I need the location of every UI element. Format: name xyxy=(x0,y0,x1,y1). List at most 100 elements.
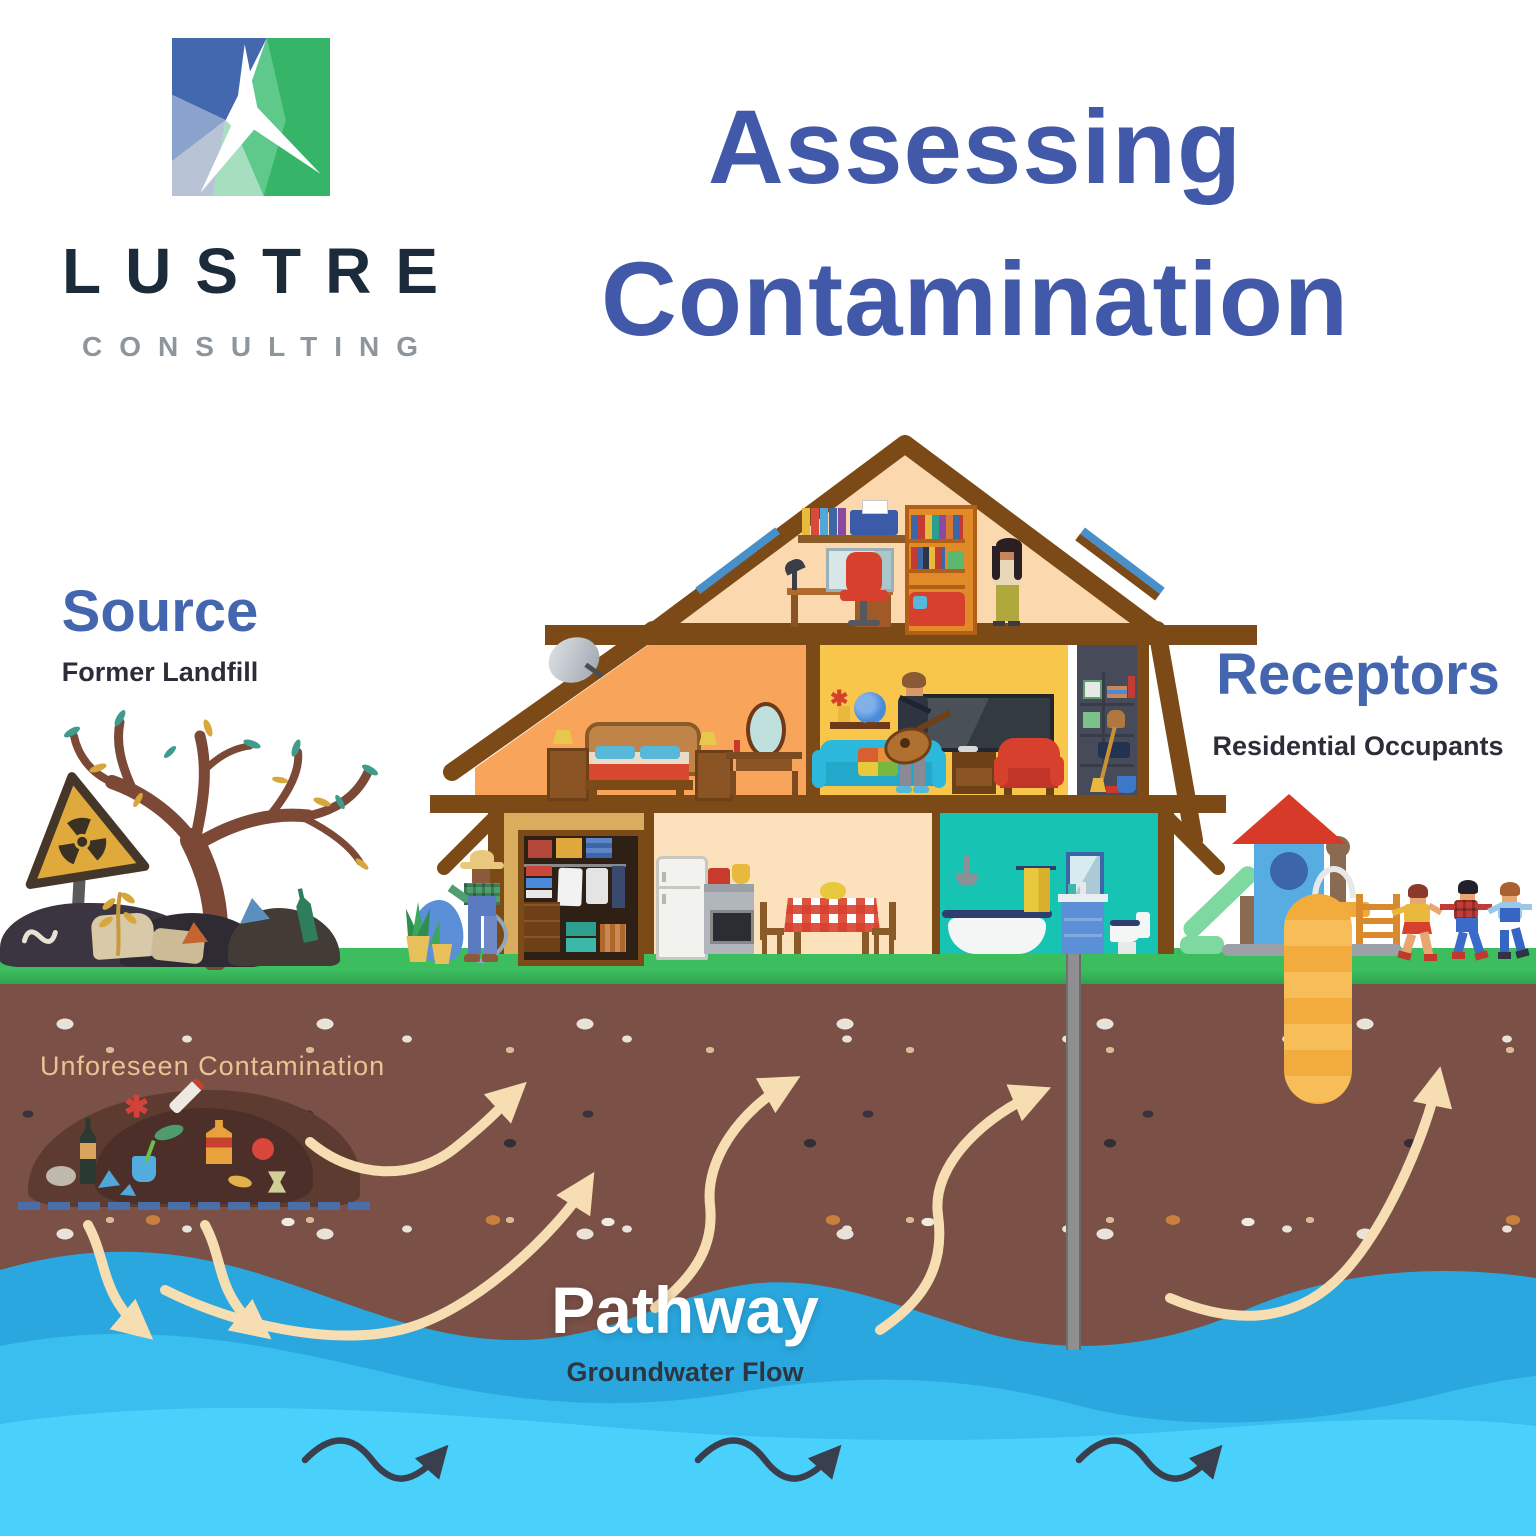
contaminant-flow-arrows xyxy=(83,1066,1453,1341)
toilet-seat xyxy=(1110,920,1140,926)
attic-person-shoe xyxy=(1008,621,1020,626)
binder xyxy=(829,508,837,535)
kitchen-chair-seat xyxy=(760,928,784,935)
ladder-rung xyxy=(1363,904,1393,910)
playground-slide-foot xyxy=(1180,936,1224,954)
office-chair-seat xyxy=(840,590,888,601)
armchair-leg xyxy=(1046,788,1054,795)
office-chair-post xyxy=(860,601,867,621)
kettle xyxy=(732,864,750,884)
toilet-bowl xyxy=(1110,924,1140,942)
ladder-rail xyxy=(1356,894,1363,956)
trash-splat-icon: ✱ xyxy=(124,1091,150,1124)
trash-wine-bottle xyxy=(80,1118,96,1184)
attic-couch-pillow xyxy=(913,596,927,609)
armchair-seat xyxy=(1000,768,1058,788)
child-arm xyxy=(1440,904,1455,910)
child-hair xyxy=(1458,880,1478,894)
binder xyxy=(802,508,810,535)
title-line2: Contamination xyxy=(601,241,1349,359)
water-flow-arrow xyxy=(301,1437,449,1482)
source-label: Source xyxy=(61,579,259,644)
hanging-shirt xyxy=(586,868,608,904)
wardrobe-box xyxy=(556,838,582,858)
folded-cloth xyxy=(526,866,552,876)
child-leg xyxy=(1500,930,1509,954)
fridge-handle xyxy=(662,872,666,882)
broom-head xyxy=(1090,778,1106,792)
guitarist-shoe xyxy=(913,786,929,793)
guitarist-shoe xyxy=(896,786,912,793)
trash-fruit xyxy=(252,1138,274,1160)
groundwater-waves xyxy=(0,1251,1536,1536)
child-arm xyxy=(1520,904,1532,910)
playground-post xyxy=(1240,896,1254,952)
lamp-shade xyxy=(699,732,717,745)
landfill-boundary-dashed-line xyxy=(18,1202,370,1210)
playground-arch-handle xyxy=(1312,866,1356,898)
gardener-face xyxy=(472,869,490,883)
bucket xyxy=(1117,776,1136,793)
gardener-leg xyxy=(484,916,497,954)
page-title: Assessing Contamination xyxy=(300,72,1536,377)
kitchen-chair-leg xyxy=(762,935,767,954)
dining-table-cloth xyxy=(784,898,880,932)
closet-grid-line xyxy=(1102,672,1105,767)
child-shirt xyxy=(1454,900,1478,920)
plant-pot xyxy=(406,936,430,962)
toilet-base xyxy=(1118,942,1136,954)
closet-crate xyxy=(1083,712,1100,728)
vanity-leg xyxy=(730,771,736,795)
bed-pillow xyxy=(640,746,680,759)
closet-toolbox xyxy=(1098,742,1130,758)
dead-tree xyxy=(64,710,378,970)
table-leg xyxy=(794,932,801,954)
fridge-divider xyxy=(658,886,700,889)
child-arm xyxy=(1477,904,1492,910)
nightstand xyxy=(547,748,589,801)
ladder-rail xyxy=(1393,894,1400,956)
child-hair xyxy=(1408,884,1428,898)
wardrobe-rod xyxy=(524,864,626,867)
wardrobe-box xyxy=(586,838,612,858)
vanity-table xyxy=(726,752,802,759)
kitchen-chair-leg xyxy=(889,935,894,954)
brand-name: LUSTRE xyxy=(62,235,462,307)
binder xyxy=(811,508,819,535)
guitar-soundhole xyxy=(900,738,910,748)
vanity-drawer xyxy=(736,759,792,771)
stove-top xyxy=(704,884,754,892)
closet-towels xyxy=(1107,686,1127,698)
sink-counter xyxy=(1058,894,1108,902)
attic-shelf xyxy=(798,535,906,543)
sofa-arm xyxy=(932,750,946,788)
child-skirt xyxy=(1402,922,1432,934)
pinwheel-icon: ✱ xyxy=(830,686,849,711)
toiletry-bottle xyxy=(1068,884,1076,894)
radiation-trefoil-icon xyxy=(58,817,107,865)
ladder-rung xyxy=(1363,918,1393,924)
shower-pipe xyxy=(964,856,969,876)
guitarist-hair xyxy=(902,672,926,688)
pathway-sublabel: Groundwater Flow xyxy=(566,1357,804,1387)
office-chair-back xyxy=(846,552,882,594)
attic-person-hair-side xyxy=(1014,546,1022,580)
closet-grid-line xyxy=(1080,703,1134,706)
playground-roof xyxy=(1232,794,1346,844)
bathroom-wall-beam xyxy=(932,813,940,954)
bathtub xyxy=(948,918,1046,954)
pathway-label: Pathway xyxy=(551,1273,819,1347)
attic-person-pants xyxy=(996,585,1019,621)
playground-tower-window xyxy=(1270,852,1308,890)
guitarist-leg xyxy=(914,736,925,786)
binder xyxy=(838,508,846,535)
child-shoe xyxy=(1424,954,1437,961)
towel xyxy=(1024,868,1050,912)
shower-head xyxy=(956,874,978,886)
bed-leg xyxy=(676,790,684,796)
kitchen-chair xyxy=(889,902,896,940)
bed-pillow xyxy=(595,746,635,759)
armchair-arm xyxy=(994,756,1008,786)
books-row xyxy=(911,515,963,539)
